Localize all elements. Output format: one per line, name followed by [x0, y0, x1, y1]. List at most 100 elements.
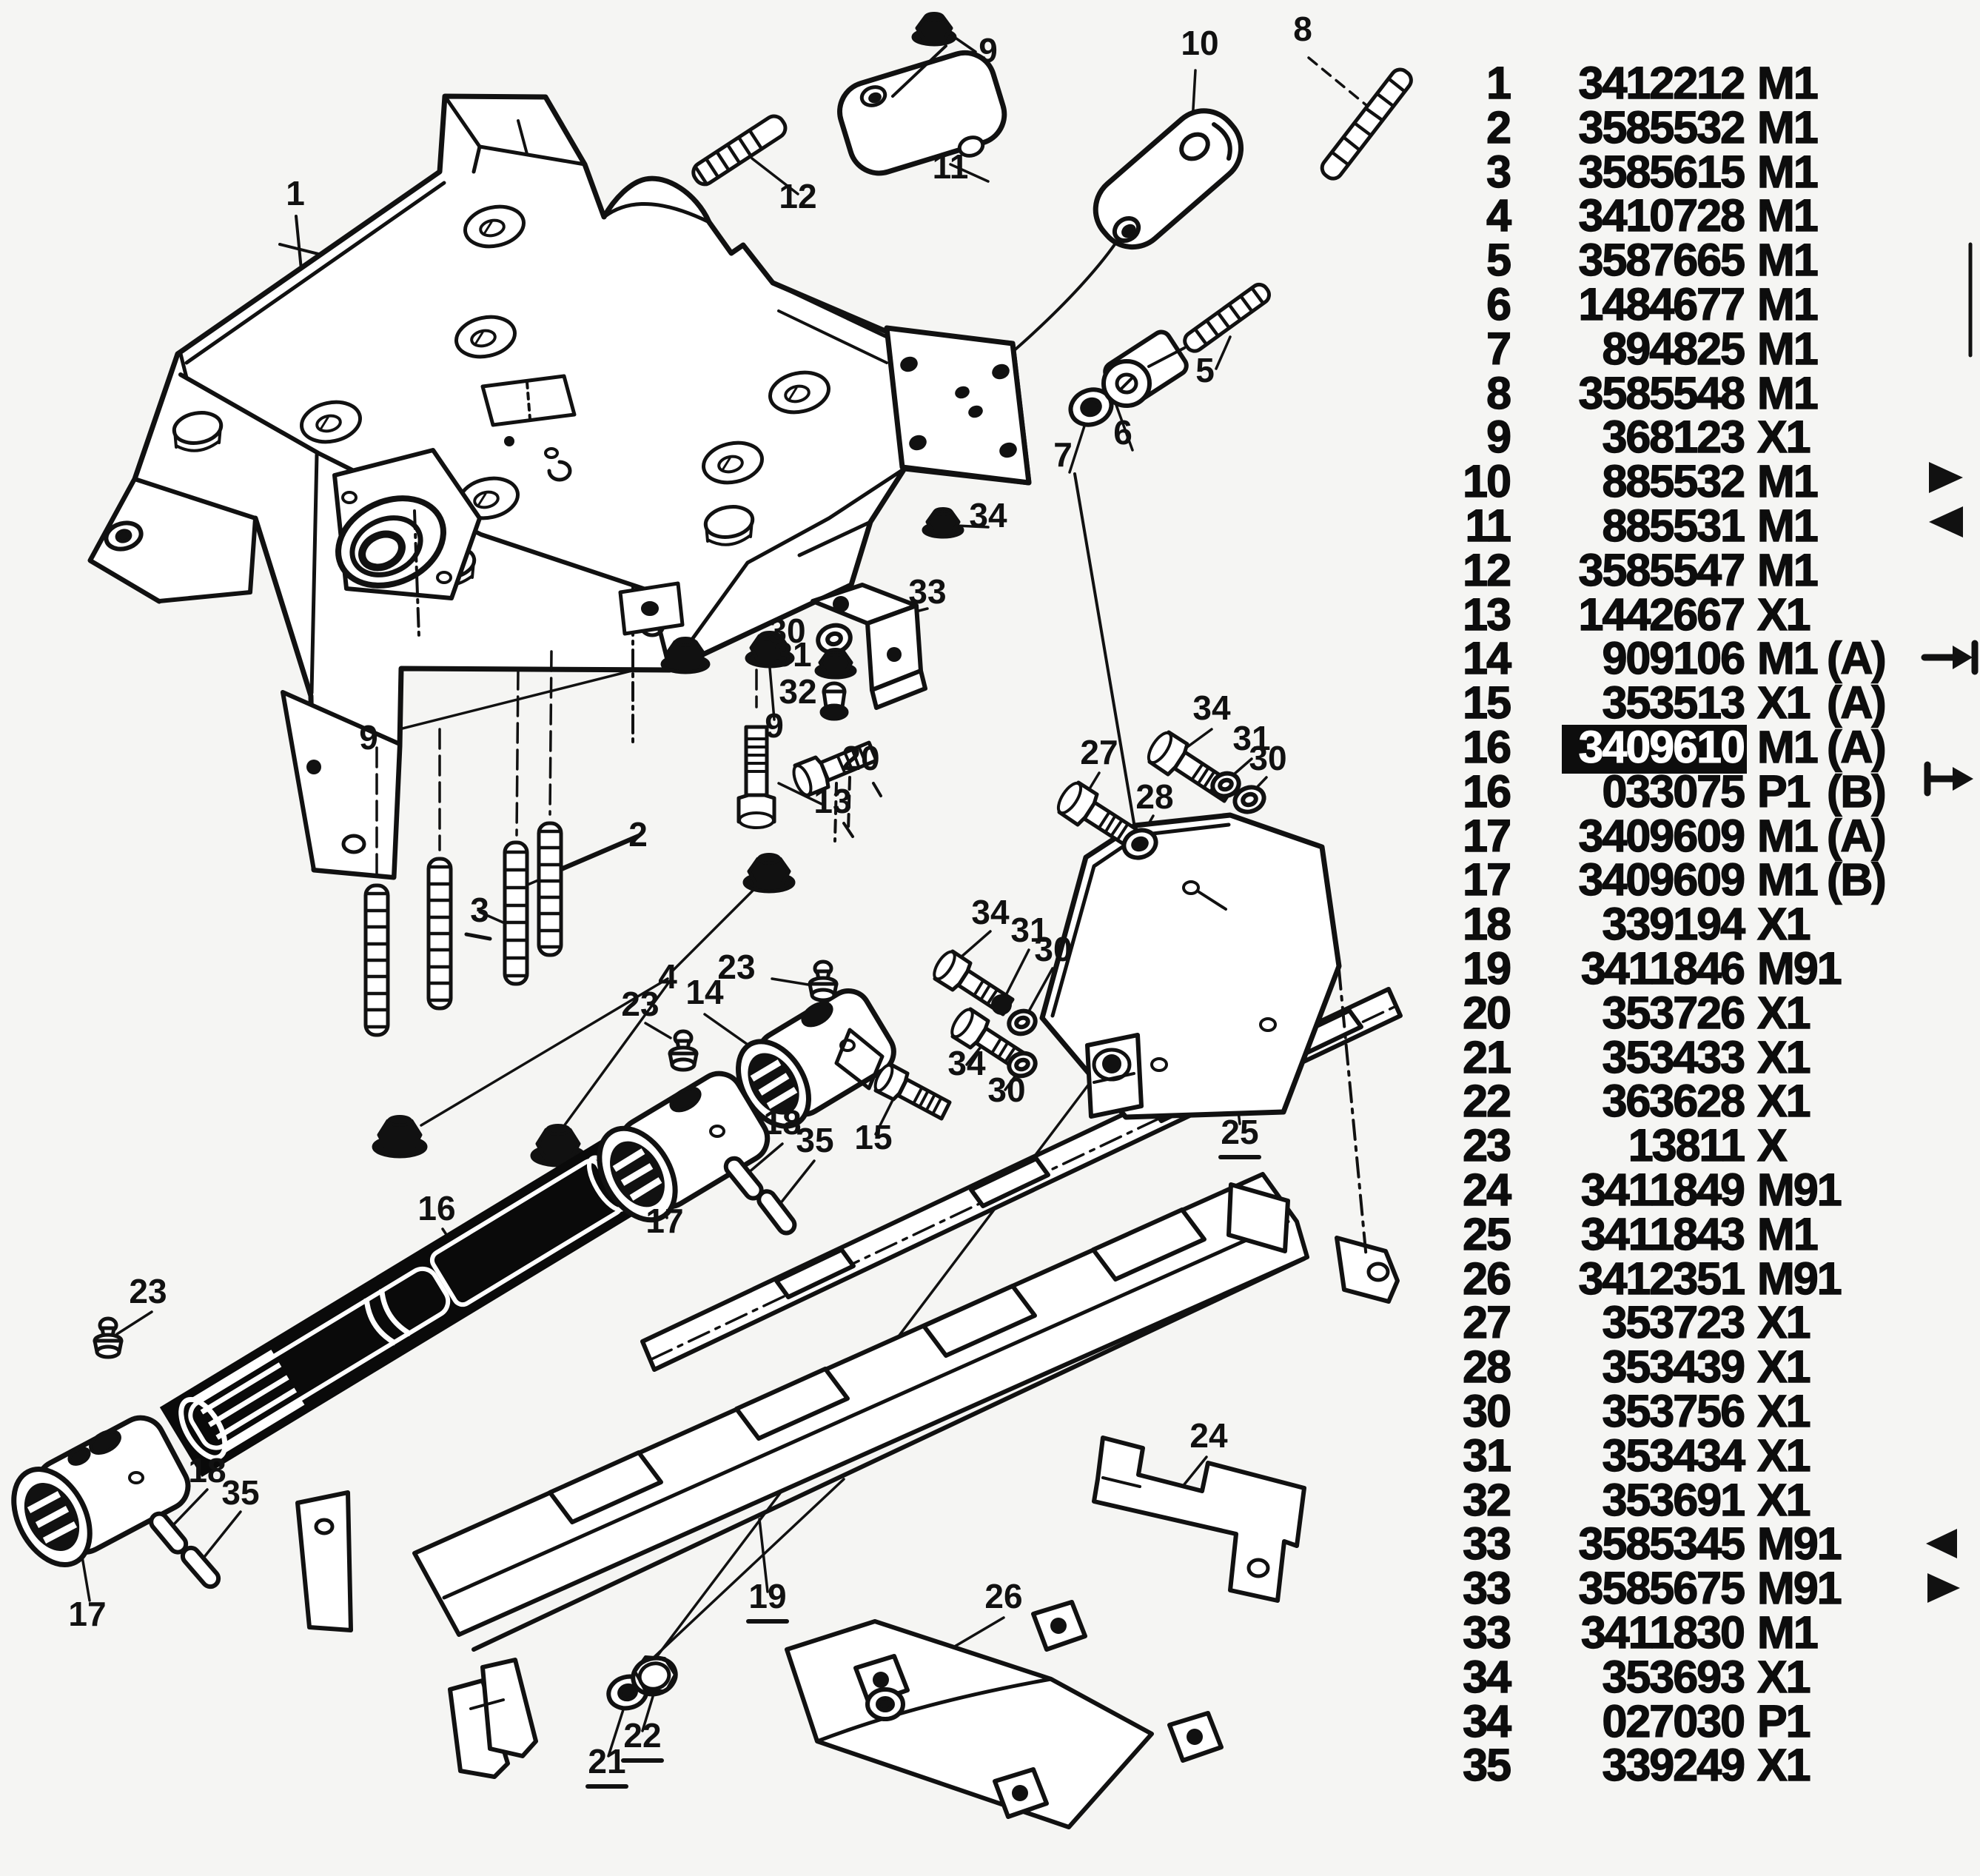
svg-text:30: 30 [1034, 930, 1072, 968]
svg-text:22: 22 [1463, 1076, 1510, 1126]
svg-text:7: 7 [1053, 435, 1073, 474]
svg-text:23: 23 [621, 985, 659, 1023]
svg-text:M1: M1 [1757, 854, 1818, 905]
svg-text:X1: X1 [1757, 1475, 1810, 1525]
svg-text:3585345: 3585345 [1579, 1518, 1745, 1569]
svg-text:30: 30 [1249, 739, 1286, 777]
svg-text:M1: M1 [1757, 633, 1818, 683]
svg-text:P1: P1 [1757, 766, 1810, 817]
svg-text:10: 10 [1463, 456, 1510, 506]
svg-text:23: 23 [129, 1272, 167, 1310]
svg-text:26: 26 [1463, 1253, 1510, 1304]
svg-text:22: 22 [623, 1716, 661, 1755]
svg-text:027030: 027030 [1602, 1696, 1744, 1746]
svg-text:30: 30 [1463, 1386, 1510, 1436]
svg-text:5: 5 [1195, 351, 1215, 389]
svg-text:34: 34 [971, 893, 1010, 931]
svg-text:35: 35 [1463, 1740, 1511, 1790]
svg-text:M91: M91 [1757, 1253, 1842, 1304]
svg-text:13: 13 [1463, 589, 1510, 640]
svg-text:(A): (A) [1827, 722, 1885, 772]
svg-text:1: 1 [286, 174, 305, 212]
svg-text:34: 34 [1463, 1652, 1511, 1702]
svg-text:M1: M1 [1757, 190, 1818, 241]
svg-text:34: 34 [947, 1044, 986, 1082]
svg-text:X1: X1 [1757, 1297, 1810, 1347]
svg-text:32: 32 [1463, 1475, 1510, 1525]
svg-text:M1: M1 [1757, 545, 1818, 595]
svg-text:894825: 894825 [1602, 324, 1745, 374]
svg-text:M91: M91 [1757, 943, 1842, 994]
svg-text:3585675: 3585675 [1579, 1563, 1745, 1613]
svg-text:M1: M1 [1757, 368, 1818, 418]
svg-text:339249: 339249 [1602, 1740, 1744, 1790]
svg-text:14: 14 [685, 973, 724, 1011]
svg-text:X1: X1 [1757, 412, 1810, 462]
svg-text:3: 3 [470, 891, 489, 929]
svg-text:353433: 353433 [1602, 1032, 1744, 1082]
svg-text:368123: 368123 [1602, 412, 1744, 462]
svg-text:M1: M1 [1757, 811, 1818, 861]
svg-text:9: 9 [765, 706, 784, 745]
svg-text:12: 12 [779, 177, 816, 215]
svg-text:16: 16 [1463, 722, 1510, 772]
svg-text:3411849: 3411849 [1581, 1165, 1744, 1215]
svg-text:23: 23 [717, 948, 755, 986]
svg-text:X1: X1 [1757, 899, 1810, 949]
svg-text:9: 9 [1486, 412, 1510, 462]
svg-text:16: 16 [1463, 766, 1510, 817]
svg-text:17: 17 [1463, 854, 1510, 905]
svg-text:353693: 353693 [1602, 1652, 1744, 1702]
svg-text:M91: M91 [1757, 1518, 1842, 1569]
svg-text:3585547: 3585547 [1579, 545, 1745, 595]
svg-text:18: 18 [1463, 899, 1511, 949]
svg-text:15: 15 [854, 1118, 892, 1156]
svg-text:X1: X1 [1757, 1430, 1810, 1481]
svg-text:34: 34 [969, 496, 1007, 535]
svg-text:M1: M1 [1757, 1209, 1818, 1259]
svg-text:(A): (A) [1827, 677, 1885, 728]
svg-text:P1: P1 [1757, 1696, 1810, 1746]
svg-text:3409609: 3409609 [1579, 854, 1745, 905]
svg-text:11: 11 [933, 147, 969, 186]
svg-text:33: 33 [1463, 1518, 1510, 1569]
svg-text:14: 14 [1463, 633, 1511, 683]
svg-text:353726: 353726 [1602, 988, 1744, 1038]
svg-text:5: 5 [1486, 235, 1511, 285]
svg-text:35: 35 [221, 1473, 259, 1512]
svg-text:9: 9 [359, 718, 378, 757]
svg-text:3: 3 [1486, 147, 1510, 197]
svg-text:8: 8 [1486, 368, 1511, 418]
svg-text:885532: 885532 [1602, 456, 1744, 506]
svg-text:3412212: 3412212 [1579, 58, 1745, 108]
svg-text:M1: M1 [1757, 58, 1818, 108]
svg-text:31: 31 [1010, 911, 1048, 949]
svg-text:3585615: 3585615 [1579, 147, 1745, 197]
svg-text:X1: X1 [1757, 988, 1810, 1038]
svg-text:7: 7 [1486, 324, 1510, 374]
svg-text:11: 11 [1466, 500, 1511, 551]
svg-text:28: 28 [1463, 1341, 1511, 1392]
svg-text:25: 25 [1221, 1113, 1258, 1151]
svg-text:17: 17 [645, 1202, 683, 1240]
svg-text:9: 9 [979, 31, 998, 70]
svg-text:3585532: 3585532 [1579, 102, 1745, 153]
svg-text:8: 8 [1293, 10, 1312, 48]
svg-text:X1: X1 [1757, 1652, 1810, 1702]
svg-text:26: 26 [984, 1577, 1022, 1615]
svg-text:30: 30 [768, 612, 805, 650]
svg-text:21: 21 [1463, 1032, 1511, 1082]
svg-text:3409609: 3409609 [1579, 811, 1745, 861]
svg-text:2: 2 [1486, 102, 1510, 153]
svg-text:1: 1 [1486, 58, 1511, 108]
svg-text:20: 20 [1463, 988, 1510, 1038]
svg-text:27: 27 [1463, 1297, 1510, 1347]
svg-text:12: 12 [1463, 545, 1510, 595]
svg-text:X1: X1 [1757, 1341, 1810, 1392]
svg-text:33: 33 [1463, 1563, 1510, 1613]
svg-text:X1: X1 [1757, 1076, 1810, 1126]
svg-text:17: 17 [1463, 811, 1510, 861]
svg-text:24: 24 [1463, 1165, 1511, 1215]
svg-text:885531: 885531 [1602, 500, 1745, 551]
svg-text:3411846: 3411846 [1581, 943, 1744, 994]
